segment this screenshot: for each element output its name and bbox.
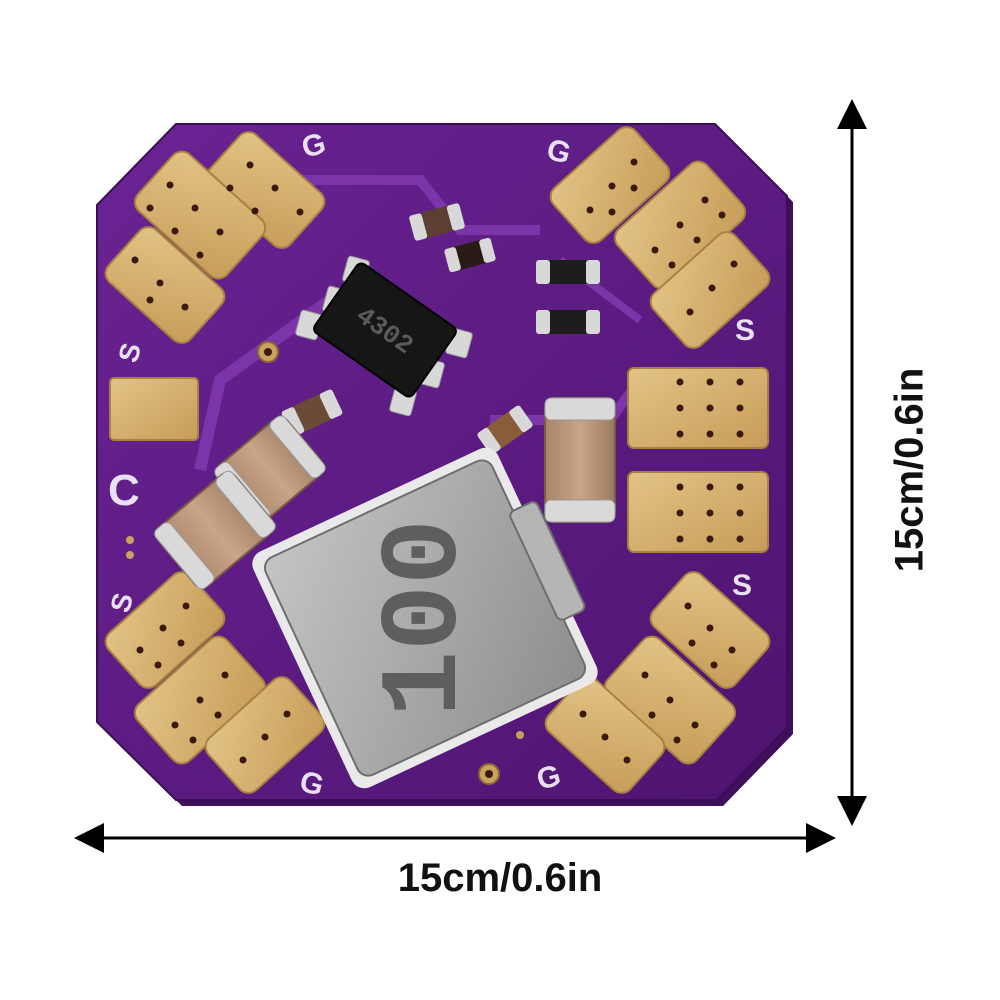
dimension-arrows bbox=[74, 99, 867, 853]
label-c: C bbox=[108, 466, 140, 515]
solder-pad bbox=[627, 471, 769, 553]
label-s-right-bottom: S bbox=[732, 569, 752, 602]
solder-pads-bottom-left bbox=[104, 571, 326, 794]
label-s-right-top: S bbox=[735, 314, 755, 347]
ceramic-capacitors bbox=[154, 397, 616, 590]
inductor-marking: 100 bbox=[364, 519, 489, 717]
solder-pad bbox=[627, 367, 769, 449]
solder-pads-top-left bbox=[104, 131, 326, 344]
solder-pads-bottom-right bbox=[544, 571, 771, 794]
ic-chip: 4302 bbox=[295, 255, 473, 417]
solder-pads-top-right bbox=[549, 126, 771, 349]
height-label: 15cm/0.6in bbox=[887, 367, 932, 573]
solder-pad bbox=[104, 226, 226, 344]
inductor: 100 bbox=[252, 447, 598, 789]
width-label: 15cm/0.6in bbox=[397, 856, 603, 900]
solder-pad-left bbox=[109, 377, 199, 441]
solder-pads-right bbox=[627, 367, 769, 553]
smd-components bbox=[281, 203, 600, 455]
